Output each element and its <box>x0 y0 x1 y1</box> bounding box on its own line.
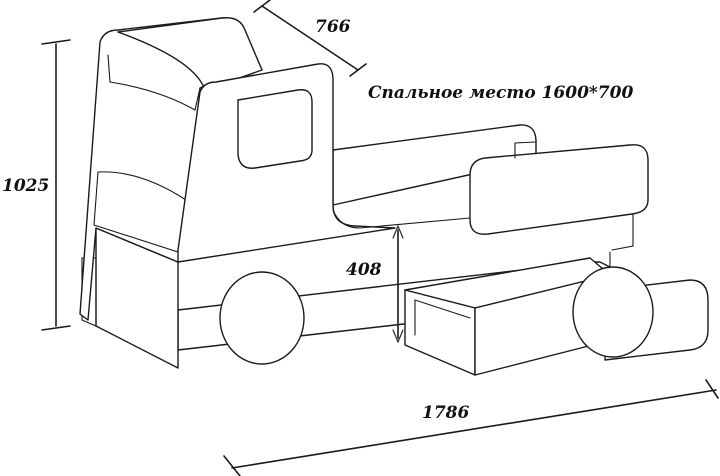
dimension-length <box>223 379 719 476</box>
dimension-bed-height <box>392 224 404 344</box>
front-guard-board <box>469 141 649 251</box>
sleeping-place-caption: Спальное место 1600*700 <box>368 83 633 103</box>
height-label: 1025 <box>2 176 49 196</box>
rear-wheel <box>572 266 654 358</box>
mattress-edge <box>332 209 471 229</box>
length-label: 1786 <box>422 403 469 423</box>
dimension-depth <box>253 0 367 77</box>
cabin-window <box>237 89 313 169</box>
cabin-front-side <box>177 63 396 263</box>
bed-height-label: 408 <box>346 260 382 280</box>
front-wheel <box>219 271 305 365</box>
depth-label: 766 <box>315 17 351 37</box>
dimension-height <box>41 39 71 331</box>
